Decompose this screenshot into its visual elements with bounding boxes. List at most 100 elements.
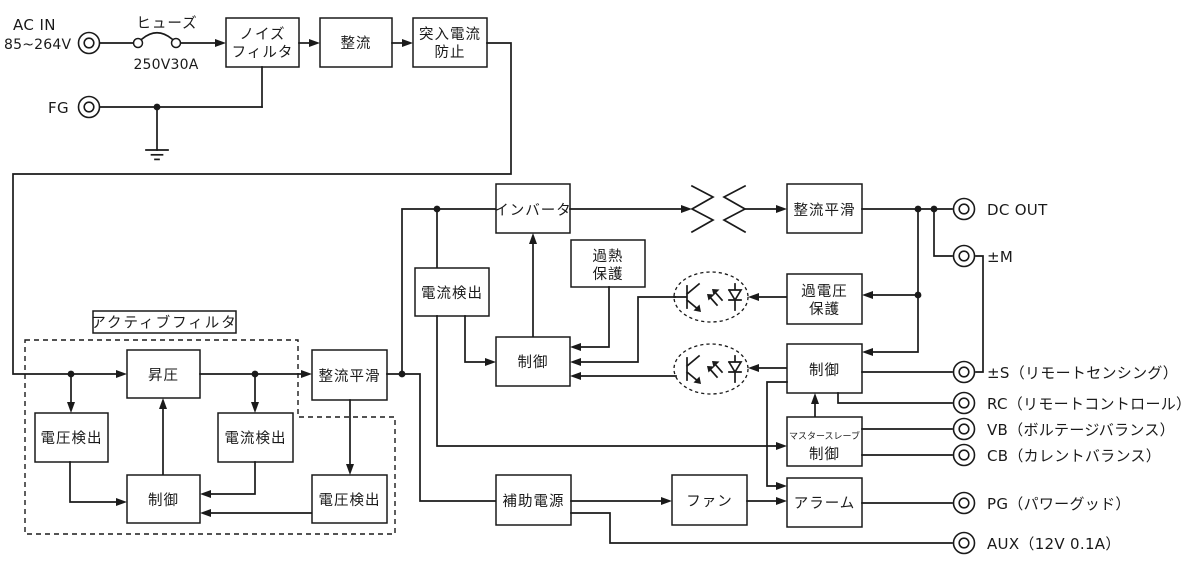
main-control-box <box>495 336 571 387</box>
arrow-into-fan <box>661 497 672 505</box>
current-detect-label: 電流検出 <box>421 285 483 302</box>
light-ray-arrow-2 <box>712 361 720 368</box>
arrow-into-opto1 <box>748 293 759 301</box>
master-slave-label-2: 制御 <box>809 446 840 463</box>
active-filter-section: アクティブフィルタ 昇圧 整流平滑 電圧検出 電流検出 制御 電圧検出 <box>24 208 497 535</box>
boost-box <box>126 349 201 399</box>
terminal-label: RC（リモートコントロール） <box>987 395 1191 413</box>
arrow-into-rectifier <box>309 39 320 47</box>
fuse-rating-label: 250V30A <box>133 57 198 73</box>
arrow-into-boost-bottom <box>159 398 167 409</box>
alarm-label: アラーム <box>794 496 856 512</box>
terminal-cb: CB（カレントバランス） <box>952 443 1161 467</box>
wire-afcd-to-afcontrol <box>210 461 256 495</box>
noise-filter-label-2: フィルタ <box>232 44 294 61</box>
arrow-into-opto2 <box>748 364 759 372</box>
transformer-secondary-winding <box>722 184 747 234</box>
af-control-label: 制御 <box>148 492 179 509</box>
af-current-detect-box <box>217 412 294 463</box>
terminal-ring-inner <box>958 497 970 509</box>
terminal-ring-inner <box>958 203 970 215</box>
arrow-into-af-voltage-detect2 <box>346 464 354 475</box>
arrow-into-transformer <box>681 205 692 213</box>
fuse-name-label: ヒューズ <box>136 15 197 32</box>
af-rect-smooth-box <box>311 349 388 401</box>
terminal-pg: PG（パワーグッド） <box>952 491 1131 515</box>
overvoltage-box <box>786 273 863 325</box>
arrow-into-af-control-left <box>116 498 127 506</box>
terminal-rc: RC（リモートコントロール） <box>952 391 1191 415</box>
terminal-column: DC OUT ±M ±S（リモートセンシング） RC（リモートコントロール） V… <box>952 197 1191 555</box>
active-filter-title: アクティブフィルタ <box>91 314 238 332</box>
optocoupler-icon <box>673 343 749 395</box>
ac-in-label: AC IN <box>13 16 56 34</box>
wire-to-aux-power <box>401 373 497 502</box>
wire-to-m-terminal <box>933 208 953 257</box>
ac-range-label: 85~264V <box>4 37 71 53</box>
terminal-label: AUX（12V 0.1A） <box>987 535 1121 553</box>
led-icon <box>727 283 743 311</box>
wire-control-to-alarm <box>766 381 788 487</box>
arrow-into-master-slave <box>776 442 787 450</box>
wire-opto1-to-control <box>580 296 676 363</box>
active-filter-title-box <box>92 310 237 334</box>
out-rect-smooth-label: 整流平滑 <box>794 202 856 219</box>
af-voltage-detect2-box <box>311 474 388 524</box>
fuse-contact-right <box>170 37 182 49</box>
inrush-label-1: 突入電流 <box>419 26 481 43</box>
wire-rc <box>837 392 953 404</box>
main-control-label: 制御 <box>518 354 549 371</box>
light-ray-arrow-2 <box>712 289 720 296</box>
ground-icon <box>145 149 169 161</box>
terminal-m: ±M <box>952 244 1013 268</box>
input-section: AC IN 85~264V ヒューズ 250V30A ノイズ フィルタ 整流 突… <box>4 15 512 375</box>
fan-label: ファン <box>686 494 733 510</box>
fuse-arc-icon <box>140 31 174 41</box>
arrow-into-af-voltage-detect <box>67 402 75 413</box>
arrow-into-inverter-bottom <box>529 233 537 244</box>
terminal-ring-inner <box>958 449 970 461</box>
transformer-icon <box>690 184 747 234</box>
optocoupler-2 <box>570 343 788 395</box>
overvoltage-label-2: 保護 <box>809 301 840 318</box>
arrow-into-out-control <box>862 348 873 356</box>
aux-power-label: 補助電源 <box>503 493 565 510</box>
phototransistor-arrow <box>693 376 701 384</box>
terminal-ring-inner <box>958 397 970 409</box>
active-filter-dashed-outline <box>24 339 396 535</box>
noise-filter-label-1: ノイズ <box>239 26 285 43</box>
led-icon <box>727 355 743 383</box>
output-section: 整流平滑 過電圧 保護 制御 マスタースレーブ 制御 アラーム <box>766 183 984 528</box>
master-slave-label-1: マスタースレーブ <box>789 430 860 442</box>
phototransistor-arrow <box>693 304 701 312</box>
boost-label: 昇圧 <box>148 368 179 384</box>
wire-cd-to-main-control <box>464 315 486 363</box>
arrow-into-ovp <box>862 291 873 299</box>
af-voltage-detect-label: 電圧検出 <box>41 430 103 447</box>
arrow-into-out-control-bottom <box>811 393 819 404</box>
noise-filter-box <box>225 17 300 68</box>
overheat-label-2: 保護 <box>593 266 624 283</box>
arrow-into-alarm-2 <box>776 497 787 505</box>
arrow-into-boost <box>116 370 127 378</box>
out-rect-smooth-box <box>786 183 863 234</box>
arrow-into-af-control-right2 <box>200 509 211 517</box>
arrow-into-out-rect-smooth <box>776 205 787 213</box>
terminal-label: DC OUT <box>987 201 1048 219</box>
inverter-box <box>495 183 571 234</box>
transformer-primary-winding <box>690 184 715 234</box>
af-current-detect-label: 電流検出 <box>225 430 287 447</box>
wire-dc-bus-up <box>386 208 497 375</box>
wire-overheat-to-control <box>580 286 610 348</box>
inrush-label-2: 防止 <box>435 44 466 61</box>
ac-in-terminal-inner <box>83 37 95 49</box>
arrow-into-main-control-r2 <box>570 358 581 366</box>
wire-cd-to-masterslave <box>436 315 777 447</box>
wire-aux-output <box>570 512 953 544</box>
arrow-into-af-current-detect <box>251 402 259 413</box>
terminal-s: ±S（リモートセンシング） <box>952 360 1178 384</box>
terminal-label: PG（パワーグッド） <box>987 495 1131 513</box>
arrow-into-main-control-left <box>485 358 496 366</box>
af-voltage-detect2-label: 電圧検出 <box>319 492 381 509</box>
